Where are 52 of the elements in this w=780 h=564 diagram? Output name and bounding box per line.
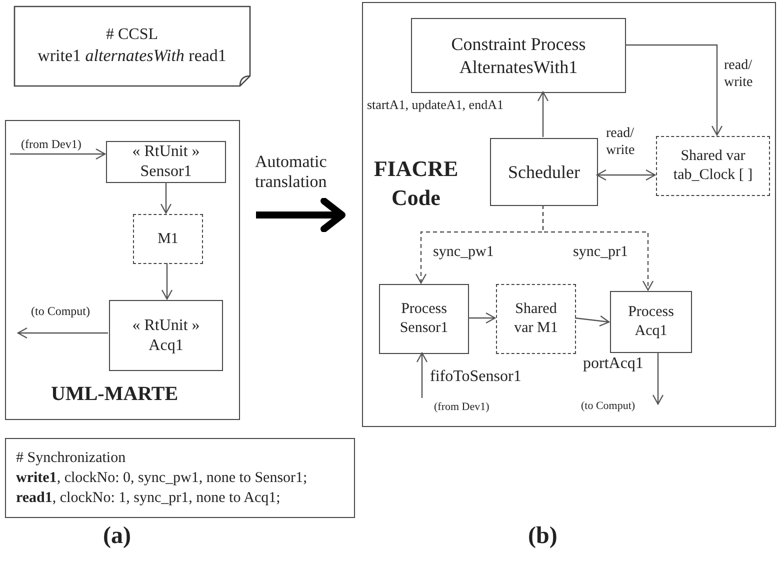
edge-label: (to Comput) [30,305,91,319]
edge-label: startA1, updateA1, endA1 [366,98,504,113]
arrow [652,352,664,405]
unit-box [109,300,223,371]
node-text: M1 [158,230,178,248]
arrow [161,263,173,300]
unit-box [106,141,226,183]
edge-label: sync_pw1 [432,244,495,262]
edge-label: sync_pr1 [572,244,629,262]
process-box [379,284,469,354]
variable-box [496,284,576,354]
process-box [490,138,598,206]
arrow [537,91,549,137]
node-text: # CCSL [106,25,158,46]
arrow [625,44,723,136]
translation-arrow [256,198,346,232]
note-text: (from Dev1) [434,401,490,413]
figure-label: (a) [103,523,131,550]
node-text: Shared var M1 [513,300,559,338]
node-text: # Synchronization [16,448,126,468]
node-text: Shared var tab_Clock [ ] [672,147,754,185]
note-box [14,6,250,86]
arrow [416,352,428,398]
node-text: « RtUnit » Sensor1 [131,142,201,182]
arrow [17,327,108,339]
node-text: write1, clockNo: 0, sync_pw1, none to Sensor1; [16,468,308,488]
message-box [133,214,203,264]
variable-box [656,136,770,196]
process-box [411,18,626,93]
node-text: Process Acq1 [627,303,675,341]
note-box [5,438,355,518]
panel-title: FIACRE Code [372,155,460,212]
code-panel [362,2,776,427]
process-box [610,291,692,353]
panel-title: UML-MARTE [51,382,180,407]
edge-label: portAcq1 [582,355,644,374]
node-text: Process Sensor1 [398,300,450,338]
node-text: Scheduler [508,160,580,184]
edge-label: (from Dev1) [20,138,82,152]
arrow [160,182,172,214]
model-panel [5,120,240,420]
arrow [542,205,654,291]
figure-label: (b) [528,523,558,550]
note-text: (to Comput) [581,400,636,412]
arrow [596,169,656,181]
node-text: « RtUnit » Acq1 [131,316,201,356]
arrow [10,148,106,160]
arrow [574,315,610,327]
node-text: read1, clockNo: 1, sync_pr1, none to Acq1; [16,489,280,508]
node-text: write1 alternatesWith read1 [38,45,226,67]
arrow [468,312,496,324]
node-text: Constraint Process AlternatesWith1 [450,33,587,78]
